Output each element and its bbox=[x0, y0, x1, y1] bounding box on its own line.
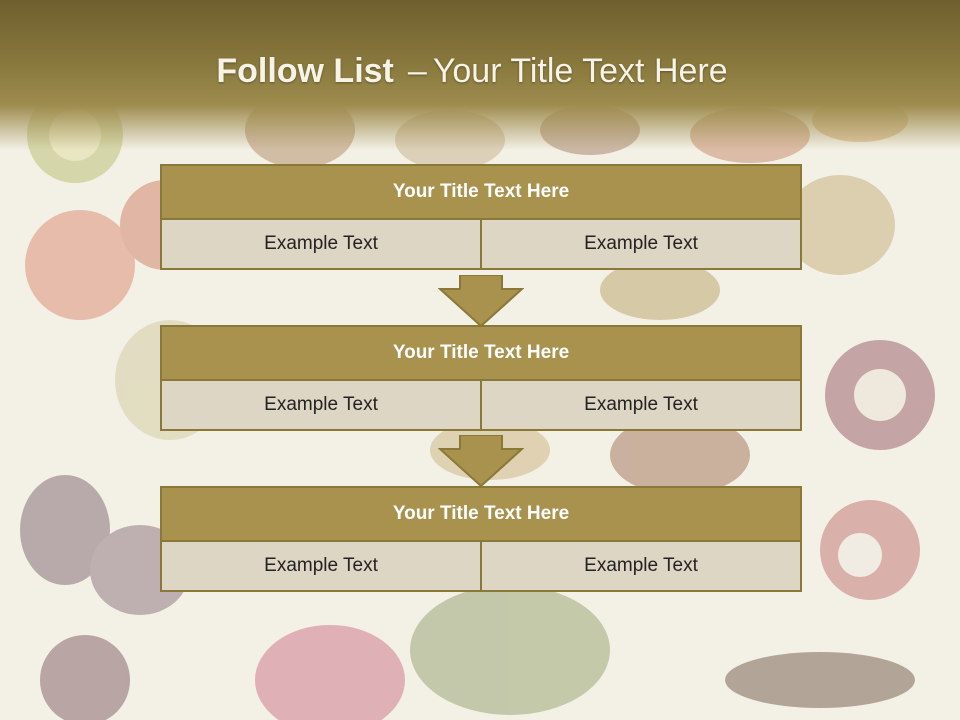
slide-title: Follow List–Your Title Text Here bbox=[0, 52, 944, 91]
block-row: Example Text Example Text bbox=[160, 220, 802, 270]
block-title: Your Title Text Here bbox=[160, 486, 802, 542]
list-block: Your Title Text Here Example Text Exampl… bbox=[160, 325, 802, 431]
block-title: Your Title Text Here bbox=[160, 325, 802, 381]
block-cell: Example Text bbox=[160, 542, 482, 592]
block-cell: Example Text bbox=[482, 381, 802, 431]
slide-title-separator: – bbox=[407, 52, 427, 90]
down-arrow-icon bbox=[438, 435, 524, 487]
block-row: Example Text Example Text bbox=[160, 381, 802, 431]
slide-title-text: Your Title Text Here bbox=[432, 52, 728, 90]
list-block: Your Title Text Here Example Text Exampl… bbox=[160, 164, 802, 270]
block-row: Example Text Example Text bbox=[160, 542, 802, 592]
down-arrow-icon bbox=[438, 275, 524, 327]
block-title: Your Title Text Here bbox=[160, 164, 802, 220]
block-cell: Example Text bbox=[482, 220, 802, 270]
block-cell: Example Text bbox=[160, 220, 482, 270]
slide-title-bold: Follow List bbox=[216, 52, 394, 90]
block-cell: Example Text bbox=[160, 381, 482, 431]
block-cell: Example Text bbox=[482, 542, 802, 592]
list-block: Your Title Text Here Example Text Exampl… bbox=[160, 486, 802, 592]
title-bar bbox=[0, 0, 960, 150]
